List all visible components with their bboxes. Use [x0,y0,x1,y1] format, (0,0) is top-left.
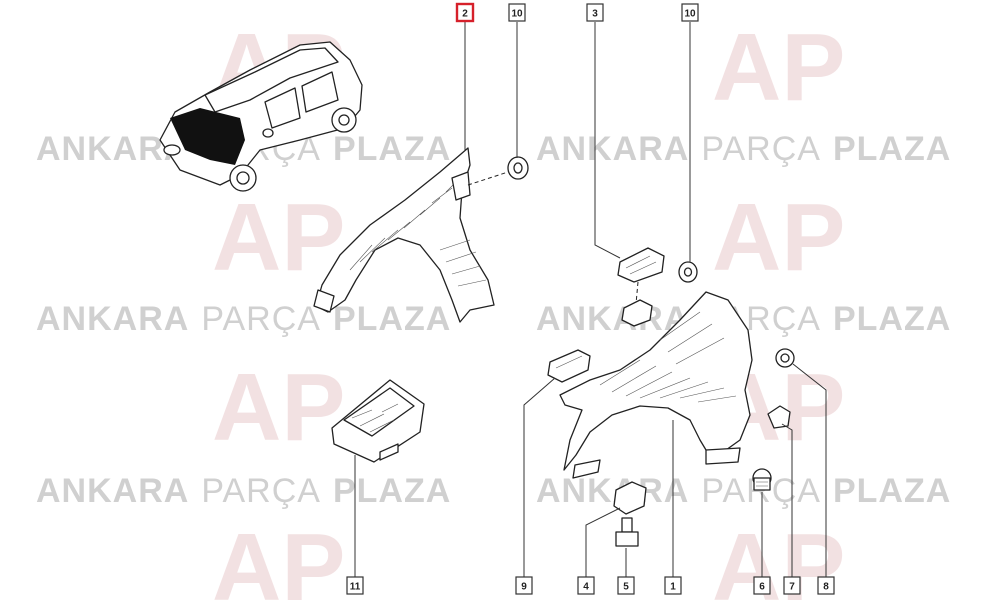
bracket-part-4 [613,481,647,515]
callout-11: 11 [346,576,364,595]
watermark-logo: AP [212,354,345,461]
callout-number: 10 [684,9,696,20]
callout-10: 10 [508,3,526,22]
callout-number: 1 [670,582,676,593]
callout-5: 5 [617,576,635,595]
callout-box [681,3,699,22]
clip-part-3 [617,247,665,283]
callout-10: 10 [681,3,699,22]
callout-number: 11 [350,582,361,593]
callout-box [753,576,771,595]
clip-part-7 [767,405,791,429]
callout-box [817,576,835,595]
callout-1: 1 [664,576,682,595]
rivet-part-8 [775,348,795,368]
callout-box [455,2,475,23]
fastener-kit-box-part-11 [331,379,425,463]
fender-part-2 [313,147,495,323]
callout-number: 9 [521,582,527,593]
callout-number: 6 [759,582,765,593]
washer-10-lower [678,261,698,283]
callout-3: 3 [586,3,604,22]
callout-number: 3 [592,9,598,20]
callout-8: 8 [817,576,835,595]
leader-lines [354,22,827,577]
callout-box [664,576,682,595]
cover-part-9 [547,349,591,383]
callout-box [783,576,801,595]
callout-number: 4 [583,582,589,593]
callout-number: 7 [789,582,795,593]
fender-fixing-dash [467,171,509,186]
watermark-logos: AP AP AP AP AP AP AP AP [212,14,845,600]
clip-3-dash [635,281,639,305]
washer-10-upper [507,156,529,180]
callout-number: 2 [462,9,468,20]
callout-box [586,3,604,22]
callout-box [617,576,635,595]
watermark-logo: AP [712,184,845,291]
callout-6: 6 [753,576,771,595]
callout-2: 2 [455,2,475,23]
car-overview-illustration [159,41,363,192]
screw-part-6 [752,468,772,491]
callout-box [577,576,595,595]
callout-4: 4 [577,576,595,595]
callout-number: 5 [623,582,629,593]
watermark-logo: AP [712,14,845,121]
screw-part-5 [615,517,639,547]
watermark-logo: AP [212,184,345,291]
watermark-logo: AP [212,514,345,600]
callout-labels: 2 10 3 10 11 9 4 5 1 6 7 8 [346,2,835,595]
callout-box [346,576,364,595]
callout-7: 7 [783,576,801,595]
callout-box [508,3,526,22]
callout-number: 10 [511,9,523,20]
callout-number: 8 [823,582,829,593]
callout-9: 9 [515,576,533,595]
callout-box [515,576,533,595]
clip-nut [621,299,653,327]
fender-part-1 [559,291,753,479]
